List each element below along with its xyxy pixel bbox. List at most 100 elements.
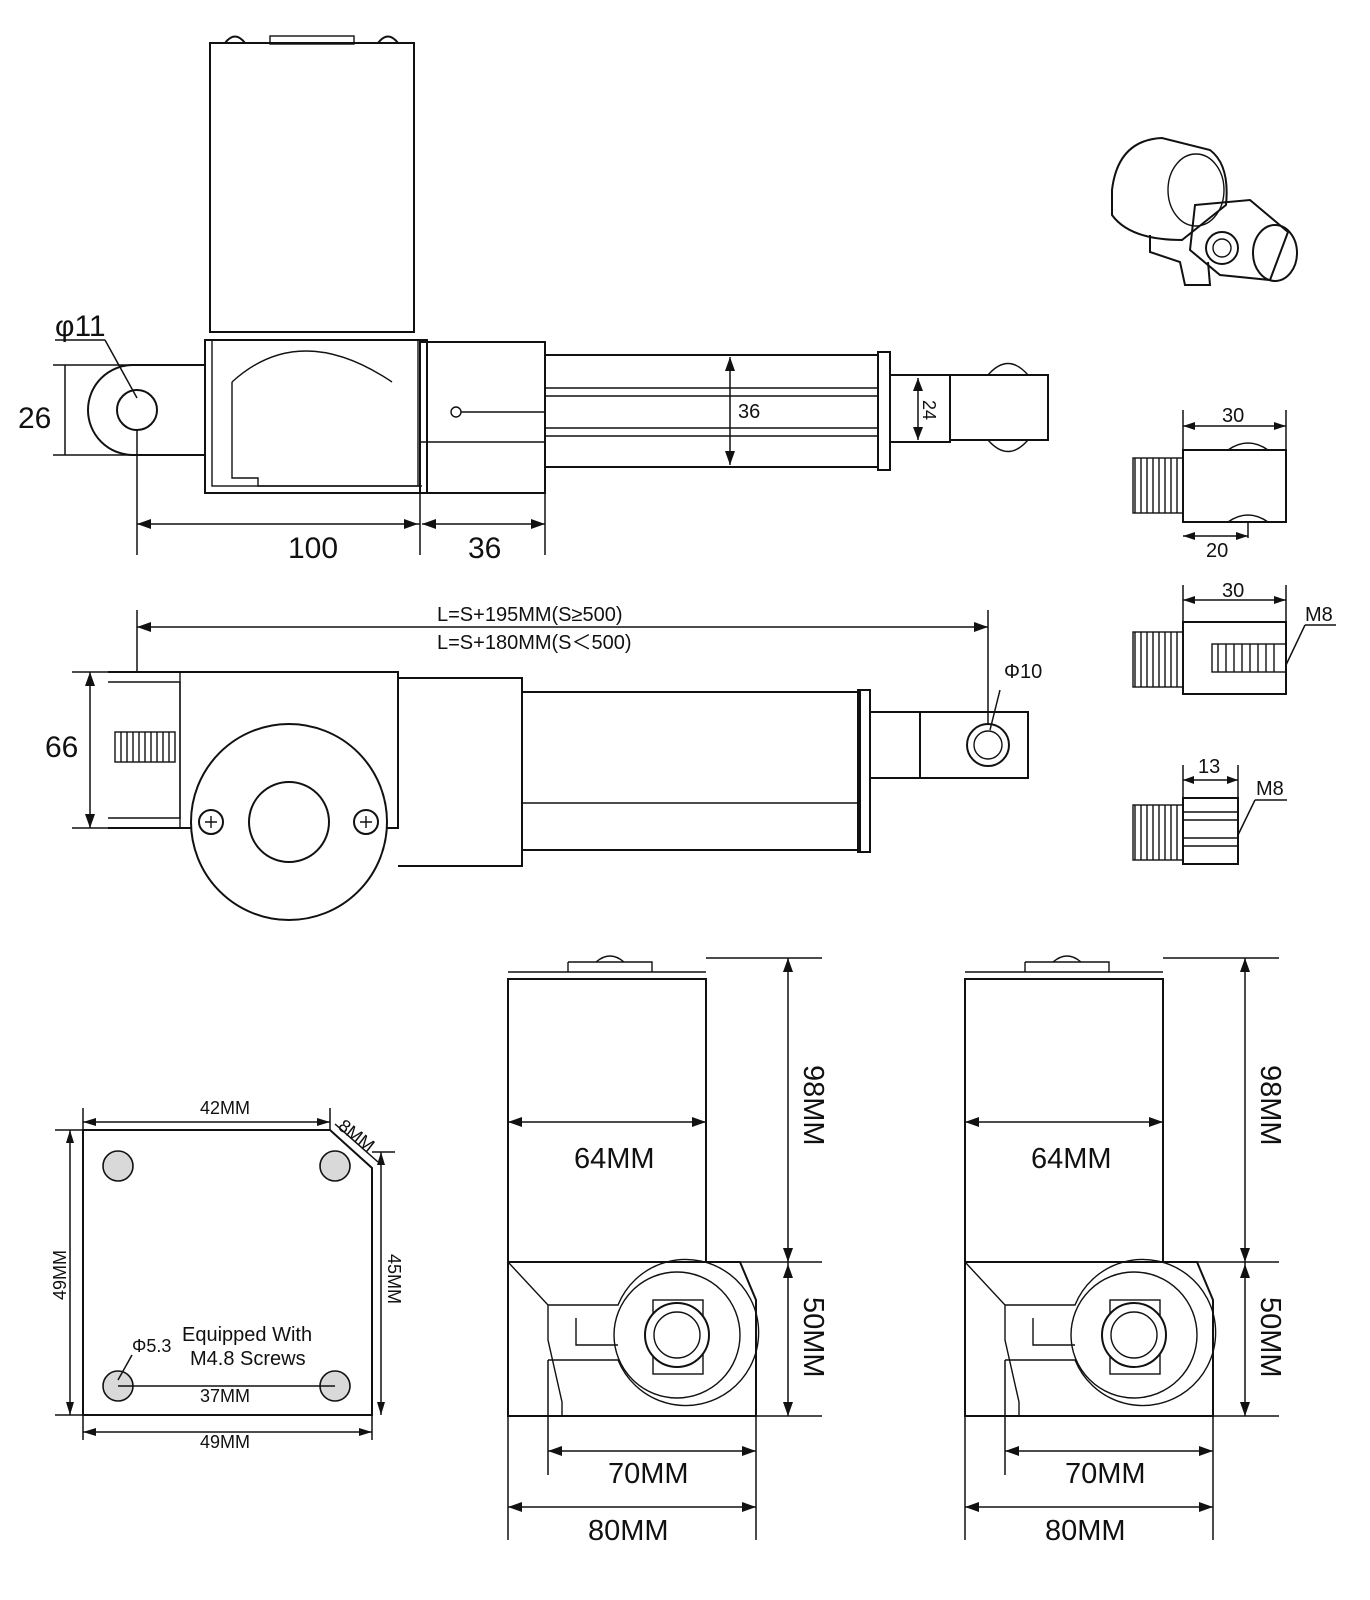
motor-body	[507, 978, 707, 1263]
label-49-left: 49MM	[50, 1250, 70, 1300]
label-20: 20	[1206, 540, 1228, 562]
label-98: 98MM	[1254, 1065, 1286, 1146]
arrow	[913, 378, 923, 391]
arrow	[974, 622, 988, 632]
gearbox-inner	[1032, 1318, 1075, 1346]
cover-screw-right	[353, 809, 379, 835]
label-phi10: Φ10	[1004, 661, 1042, 683]
label-36-bottom: 36	[468, 532, 501, 565]
label-70: 70MM	[608, 1458, 689, 1490]
arrow	[1005, 1446, 1019, 1456]
label-26: 26	[18, 402, 51, 435]
arrow	[742, 1502, 756, 1512]
arrow	[137, 519, 151, 529]
thread-lines	[1134, 458, 1178, 513]
gearbox-boss	[248, 781, 330, 863]
label-L-formula-1: L=S+195MM(S≥500)	[437, 604, 623, 626]
gearbox-arc	[1005, 1258, 1217, 1407]
iso-hole-inner	[1212, 238, 1232, 258]
arrow	[508, 1117, 522, 1127]
arrow	[548, 1446, 562, 1456]
label-m8: M8	[1305, 604, 1333, 626]
rod-end-2-thread-hole	[1211, 643, 1287, 673]
phi10-leader	[989, 689, 1001, 731]
mount-plate: 42MM 8MM 49MM 45MM 37MM 49MM Φ5.3 Equipp…	[50, 1098, 404, 1452]
gearbox-left-contour	[964, 1261, 1020, 1416]
rod-end-1-bumps	[1227, 442, 1269, 523]
gearbox-arc	[548, 1258, 760, 1407]
top-housing	[398, 677, 523, 867]
arrow	[783, 1402, 793, 1416]
motor-caps	[224, 35, 399, 44]
arrow	[66, 1402, 74, 1415]
gearbox-left-contour	[507, 1261, 563, 1416]
motor-body	[964, 978, 1164, 1263]
label-66: 66	[45, 731, 78, 764]
rear-clevis-lines	[133, 364, 205, 456]
arrow	[965, 1117, 979, 1127]
arrow	[1183, 776, 1194, 784]
output-bore-inner	[653, 1311, 701, 1359]
gearbox-body	[507, 1261, 757, 1417]
label-45: 45MM	[384, 1254, 404, 1304]
arrow	[66, 1130, 74, 1143]
label-50: 50MM	[797, 1297, 829, 1378]
rod-end	[950, 374, 1049, 441]
mount-hole	[102, 1150, 134, 1182]
arrow	[1199, 1446, 1213, 1456]
arrow	[1236, 532, 1248, 540]
motor-top-lip	[508, 961, 706, 973]
arrow	[725, 451, 735, 465]
housing-pin	[450, 406, 462, 418]
label-L-formula-2: L=S+180MM(S＜500)	[437, 632, 632, 654]
arrow	[137, 622, 151, 632]
thread-lines	[1134, 632, 1178, 687]
arrow	[508, 1502, 522, 1512]
cover-screw-left	[198, 809, 224, 835]
arrow	[359, 1428, 372, 1436]
arrow	[913, 427, 923, 440]
rod-end-bumps	[987, 362, 1029, 453]
iso-motor-face	[1167, 153, 1225, 227]
label-m8: M8	[1256, 778, 1284, 800]
arrow	[783, 1264, 793, 1278]
motor-top-lip	[965, 961, 1163, 973]
gearbox-ring	[613, 1271, 741, 1399]
gearbox-inner	[575, 1318, 618, 1346]
label-50: 50MM	[1254, 1297, 1286, 1378]
gearbox	[204, 339, 428, 494]
iso-bracket	[1149, 235, 1212, 286]
arrow	[83, 1118, 96, 1126]
phi53-leader	[117, 1354, 133, 1381]
iso-hole	[1205, 231, 1239, 265]
label-49-bottom: 49MM	[200, 1432, 250, 1452]
arrow	[1199, 1502, 1213, 1512]
screw-cross	[205, 816, 217, 828]
top-rod	[870, 711, 921, 779]
outer-tube	[544, 354, 879, 468]
gearbox-body	[964, 1261, 1214, 1417]
arrow	[1240, 1402, 1250, 1416]
gearbox-inner	[211, 339, 419, 487]
mount-hole	[319, 1150, 351, 1182]
arrow	[1227, 776, 1238, 784]
housing	[419, 341, 546, 494]
gearbox-detail	[231, 382, 422, 487]
rear-mount-hole	[116, 389, 158, 431]
arrow	[404, 519, 418, 529]
front-hole-inner	[973, 730, 1003, 760]
arrow	[85, 672, 95, 686]
arrow	[1274, 596, 1286, 604]
label-80: 80MM	[588, 1515, 669, 1547]
gearbox-cover	[190, 723, 388, 921]
arrow	[783, 958, 793, 972]
rod-end-2: 30 M8	[1132, 580, 1336, 695]
label-64: 64MM	[574, 1143, 655, 1175]
motor-top-cap	[595, 955, 625, 963]
dim-8-line	[334, 1123, 379, 1163]
arrow	[783, 1248, 793, 1262]
label-37: 37MM	[200, 1386, 250, 1406]
top-tube	[522, 691, 861, 851]
label-13: 13	[1198, 756, 1220, 778]
